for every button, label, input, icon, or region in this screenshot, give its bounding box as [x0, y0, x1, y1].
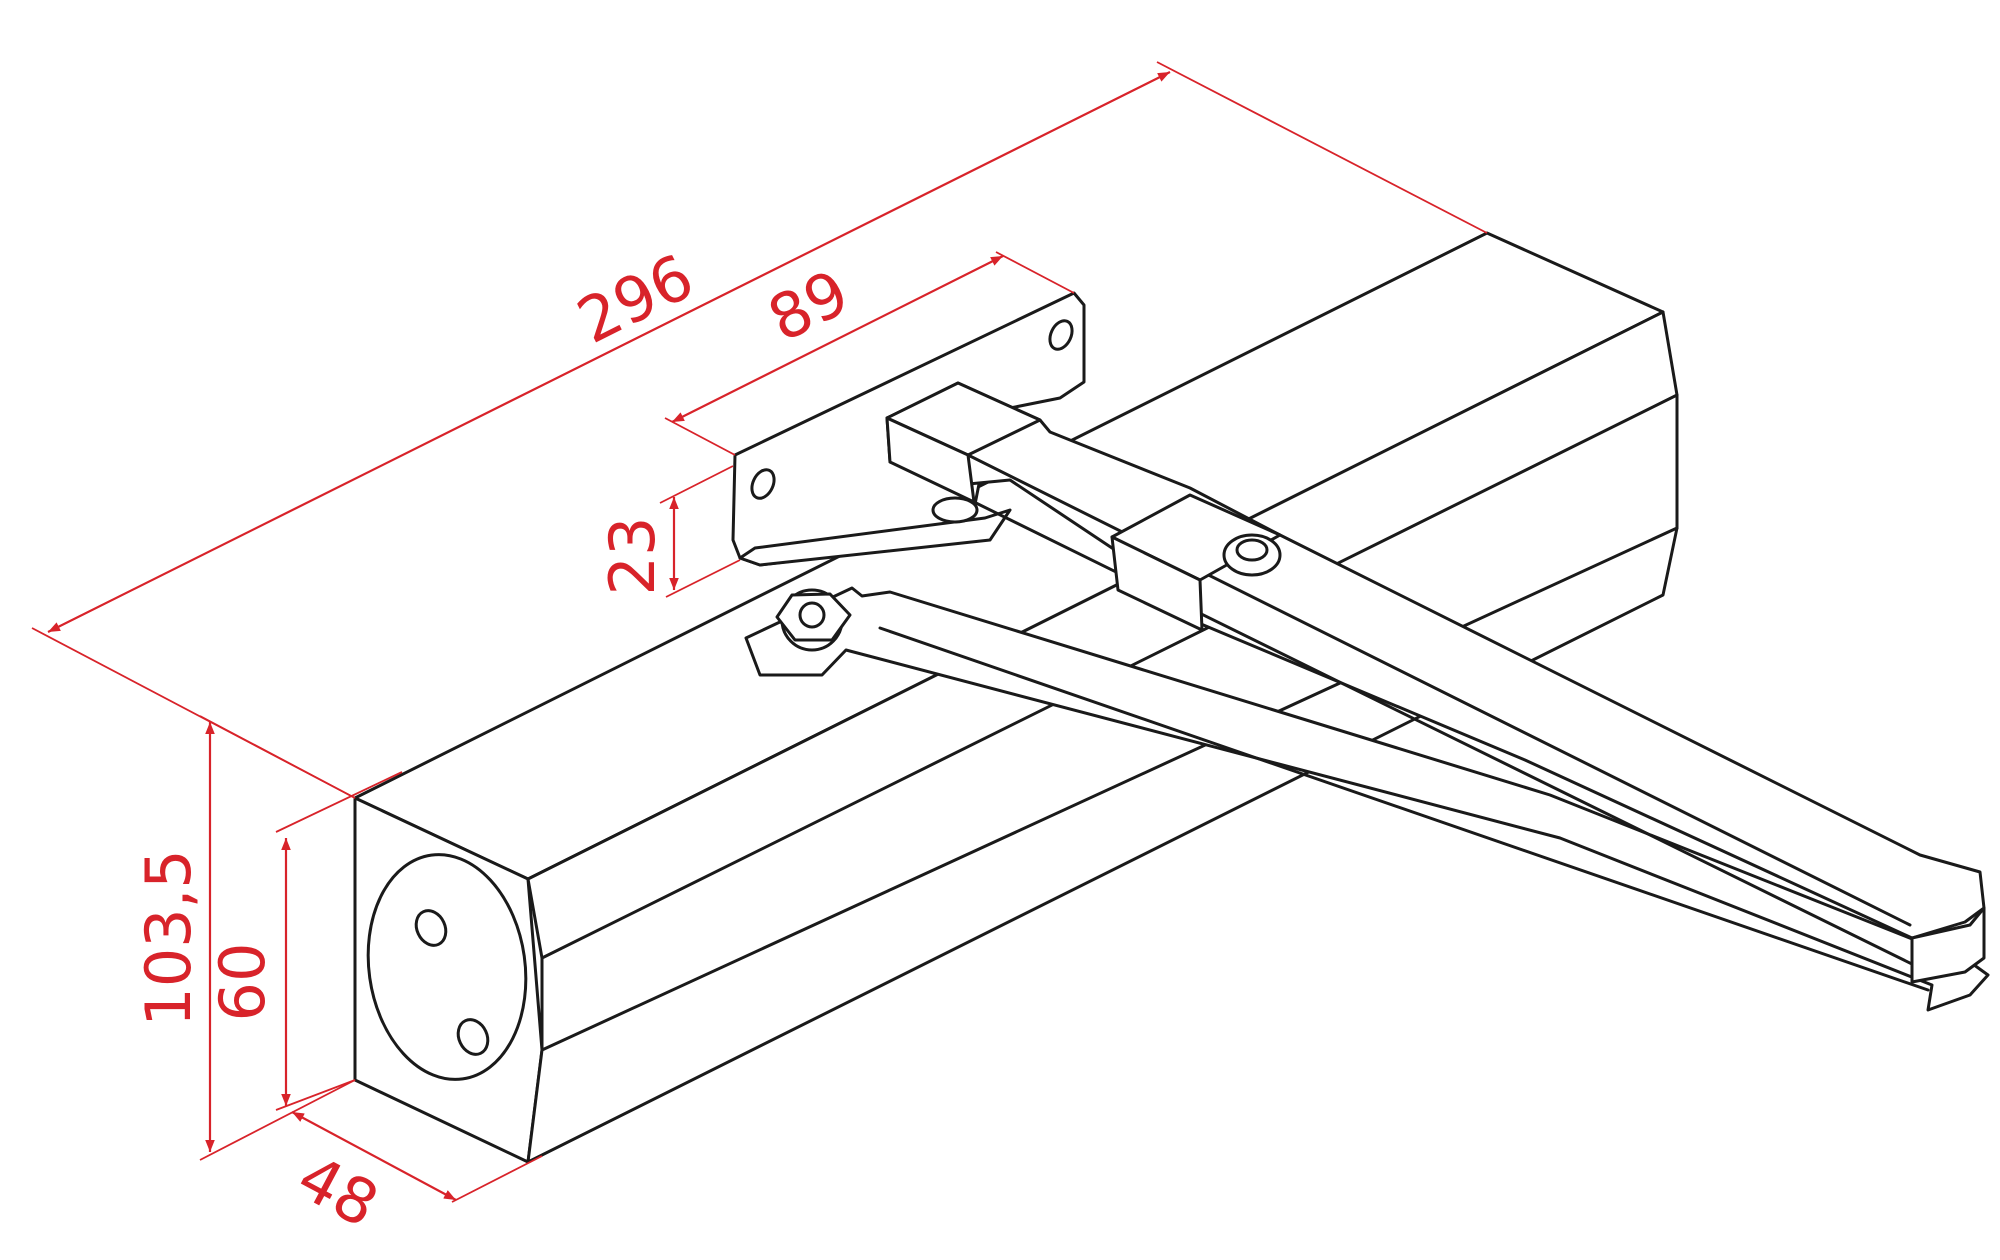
dim-60-label: 60: [206, 943, 279, 1022]
dim-296-line: [47, 71, 1171, 633]
dim-89-ext-right: [995, 251, 1075, 294]
dim-23-ext-top: [659, 465, 734, 504]
closer-lower-chamfer-line: [540, 526, 1679, 1052]
dim-60-ext-bottom: [275, 1079, 356, 1111]
dim-103-ext-top: [199, 715, 356, 799]
dim-103-ext-bottom: [199, 1079, 356, 1161]
closer-front-face: [526, 310, 1679, 1164]
arm-pivot-bolt: [798, 601, 826, 629]
dim-89-ext-left: [664, 417, 736, 456]
dim-296-ext-right: [1156, 61, 1488, 234]
adjust-valve-lower: [456, 1018, 490, 1056]
dim-60-ext-top: [275, 771, 403, 833]
forearm-tip: [1910, 906, 1986, 984]
dim-23-ext-bottom: [665, 559, 741, 598]
dim-89-line: [671, 255, 1004, 423]
dim-23-label: 23: [596, 517, 669, 596]
dim-103-label: 103,5: [132, 849, 205, 1027]
end-cover-disc: [366, 853, 528, 1081]
dim-296-label: 296: [566, 240, 704, 358]
main-arm-edge-line: [878, 626, 1930, 992]
dim-48-ext-right: [451, 1155, 543, 1203]
clamp-screw-head: [1235, 538, 1269, 562]
forearm-pivot-cap: [931, 496, 979, 524]
dim-48-line: [291, 1111, 457, 1201]
adjust-valve-upper: [414, 909, 448, 947]
